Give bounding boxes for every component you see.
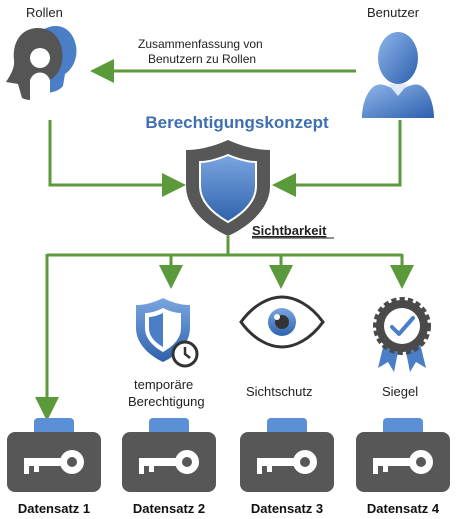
seal-label: Siegel	[382, 384, 418, 399]
eye-icon	[239, 295, 325, 349]
temporary-label-line1: temporäre	[134, 377, 193, 392]
temporary-label-line2: Berechtigung	[128, 394, 205, 409]
dataset-label-2: Datensatz 2	[133, 501, 205, 516]
roles-icon	[6, 26, 77, 108]
user-icon	[362, 32, 434, 118]
privacy-label: Sichtschutz	[246, 384, 312, 399]
dataset-label-1: Datensatz 1	[18, 501, 90, 516]
key-case-icon	[7, 418, 101, 492]
seal-icon	[373, 297, 431, 372]
dataset-label-4: Datensatz 4	[367, 501, 440, 516]
roles-label: Rollen	[26, 5, 63, 20]
shield-icon	[186, 140, 270, 236]
visibility-label: Sichtbarkeit	[252, 223, 327, 238]
summary-text-line1: Zusammenfassung von	[138, 37, 263, 51]
temporary-shield-icon	[136, 298, 199, 368]
arrow-roles-to-shield	[48, 120, 186, 197]
diagram-title: Berechtigungskonzept	[145, 113, 329, 132]
key-case-icon	[356, 418, 450, 492]
users-label: Benutzer	[367, 5, 420, 20]
arrow-users-to-shield	[272, 120, 402, 197]
dataset-label-3: Datensatz 3	[251, 501, 323, 516]
key-case-icon	[240, 418, 334, 492]
summary-text-line2: Benutzern zu Rollen	[148, 52, 256, 66]
key-case-icon	[122, 418, 216, 492]
